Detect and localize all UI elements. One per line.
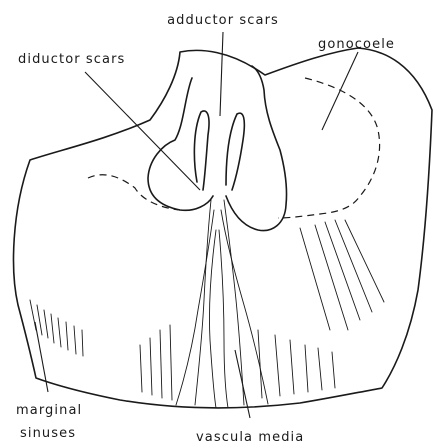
label-adductor-scars: adductor scars <box>167 13 279 28</box>
label-gonocoele: gonocoele <box>318 37 395 52</box>
gonocoele-outline-left <box>88 175 180 210</box>
leader-adductor-scars <box>220 32 223 116</box>
gonocoele-outline-right <box>278 78 380 218</box>
label-marginal-sinuses-line1: marginal <box>16 403 82 418</box>
adductor-scar-left <box>194 111 209 190</box>
adductor-scar-right <box>226 113 244 190</box>
leader-diductor-scars <box>85 72 200 190</box>
leader-gonocoele <box>322 52 358 130</box>
marginal-sinuses <box>30 300 83 356</box>
label-diductor-scars: diductor scars <box>18 52 125 67</box>
diductor-scar-right <box>226 66 287 231</box>
label-marginal-sinuses-line2: sinuses <box>20 426 76 441</box>
label-vascula-media: vascula media <box>196 430 304 445</box>
